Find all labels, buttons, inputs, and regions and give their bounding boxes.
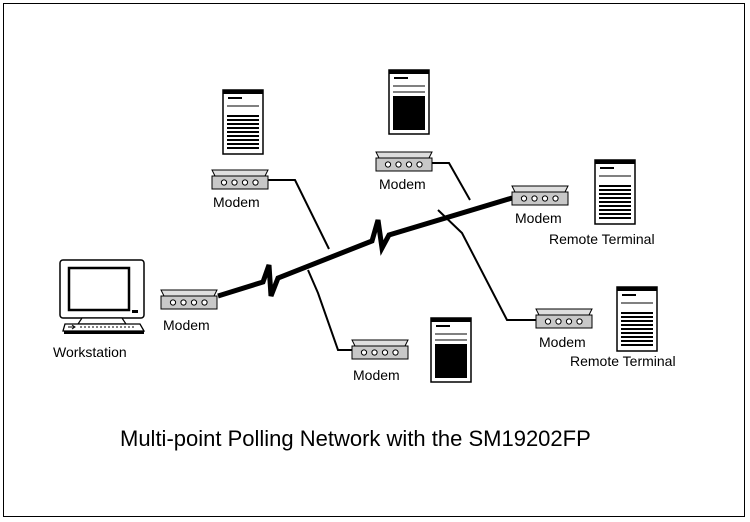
- drop-line-top-middle: [432, 162, 471, 201]
- workstation-label: Workstation: [53, 344, 127, 360]
- terminal-bottom-left: [430, 317, 472, 383]
- modem-device-top-middle: [375, 151, 433, 172]
- terminal-right-upper: [594, 159, 636, 225]
- modem-label-right-lower: Modem: [539, 334, 586, 350]
- drop-line-bottom-left: [307, 269, 352, 351]
- modem-label-top-middle: Modem: [379, 176, 426, 192]
- modem-device-top-left: [211, 169, 269, 190]
- drop-lines: [268, 162, 536, 351]
- modem-label-bottom-left: Modem: [353, 367, 400, 383]
- modem-device-bottom-left: [351, 339, 409, 360]
- drop-line-top-left: [268, 179, 330, 250]
- workstation-computer: [59, 259, 146, 334]
- terminal-right-lower: [616, 286, 658, 352]
- modem-label-top-left: Modem: [213, 194, 260, 210]
- modem-device-workstation: [160, 289, 218, 310]
- remote-terminal-label-upper: Remote Terminal: [549, 231, 655, 247]
- modem-label-right-upper: Modem: [515, 210, 562, 226]
- terminal-top-middle: [388, 69, 430, 135]
- modem-label-workstation: Modem: [163, 317, 210, 333]
- diagram-frame: [3, 3, 745, 517]
- modem-device-right-upper: [511, 185, 569, 206]
- modem-device-right-lower: [535, 308, 593, 329]
- diagram-caption: Multi-point Polling Network with the SM1…: [120, 426, 591, 451]
- remote-terminal-label-lower: Remote Terminal: [570, 353, 676, 369]
- trunk-line: [217, 195, 513, 299]
- drop-line-bottom-right: [437, 209, 536, 321]
- terminal-top-left: [222, 89, 264, 155]
